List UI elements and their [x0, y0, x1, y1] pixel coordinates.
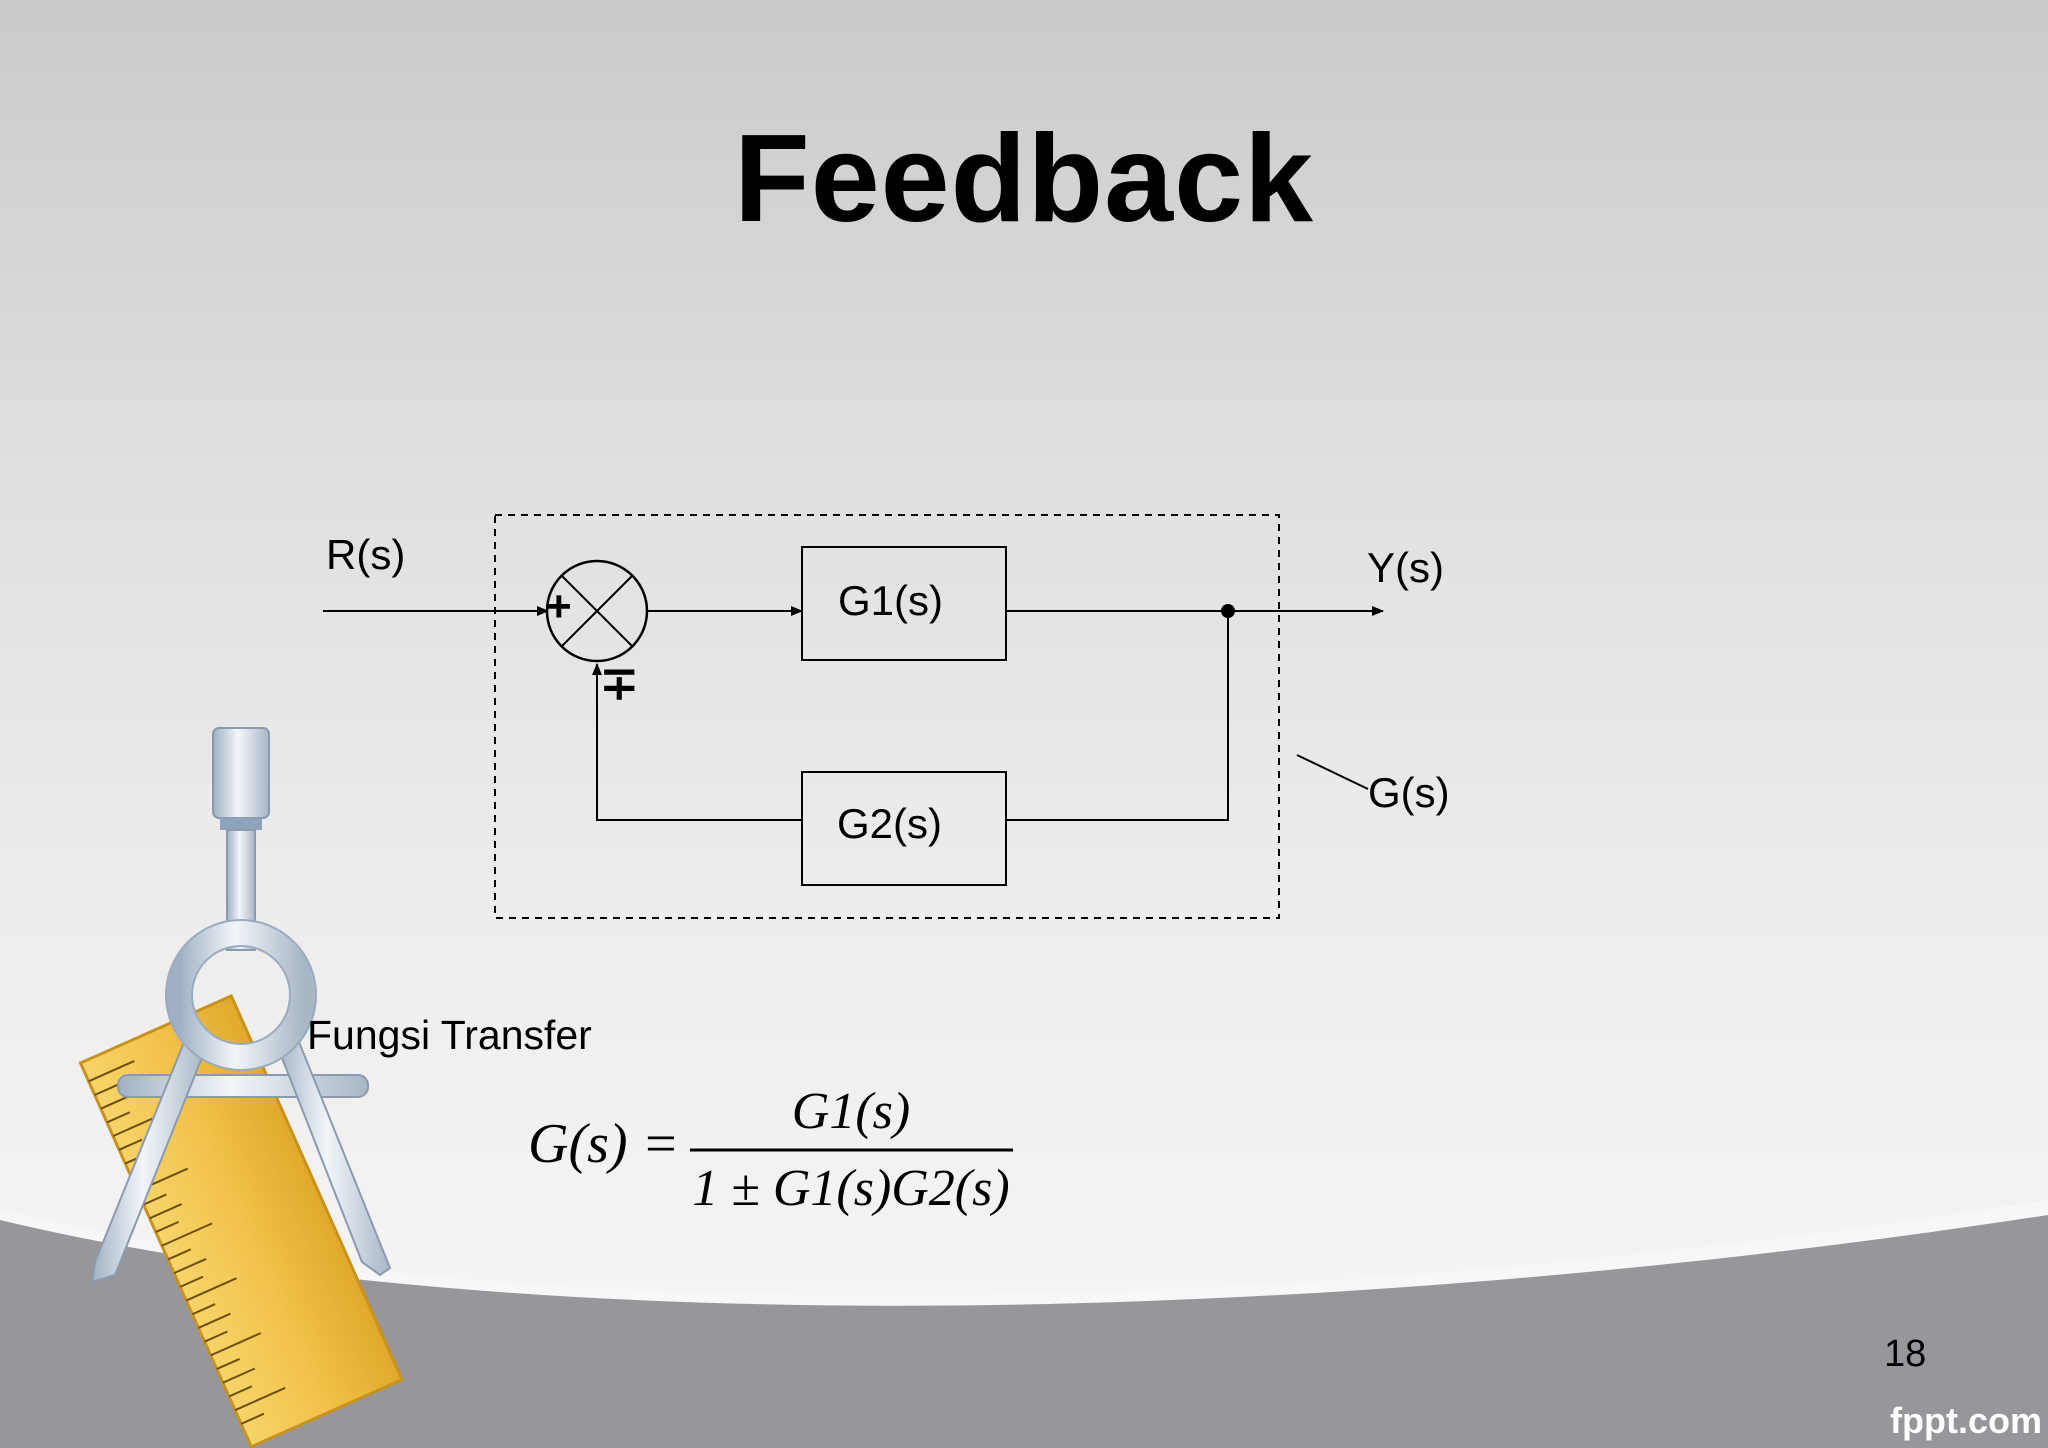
footer-band	[0, 1215, 2048, 1448]
feedback-block-label: G2(s)	[837, 800, 942, 847]
summer-feedback-sign: ∓	[600, 657, 639, 709]
formula-lhs: G(s) =	[528, 1113, 679, 1175]
output-label: Y(s)	[1367, 544, 1444, 591]
transfer-function-heading: Fungsi Transfer	[307, 1012, 592, 1058]
summer-plus-sign: +	[546, 582, 572, 631]
feedback-path-right	[1006, 611, 1229, 821]
feedback-path-left	[592, 663, 802, 821]
system-boundary	[494, 514, 1280, 919]
compass-image	[90, 727, 392, 1284]
input-label: R(s)	[326, 531, 406, 578]
overall-system-label: G(s)	[1368, 769, 1450, 816]
overall-label-leader	[1296, 754, 1369, 790]
formula-denominator: 1 ± G1(s)G2(s)	[692, 1160, 1009, 1217]
summing-junction	[545, 559, 649, 663]
forward-block	[801, 546, 1007, 661]
forward-block-label: G1(s)	[838, 577, 943, 624]
slide-title: Feedback	[733, 110, 1315, 248]
formula-numerator: G1(s)	[792, 1083, 910, 1140]
feedback-block	[801, 771, 1007, 886]
watermark-logo: fppt.com	[1890, 1400, 2042, 1441]
page-number: 18	[1884, 1333, 1927, 1375]
